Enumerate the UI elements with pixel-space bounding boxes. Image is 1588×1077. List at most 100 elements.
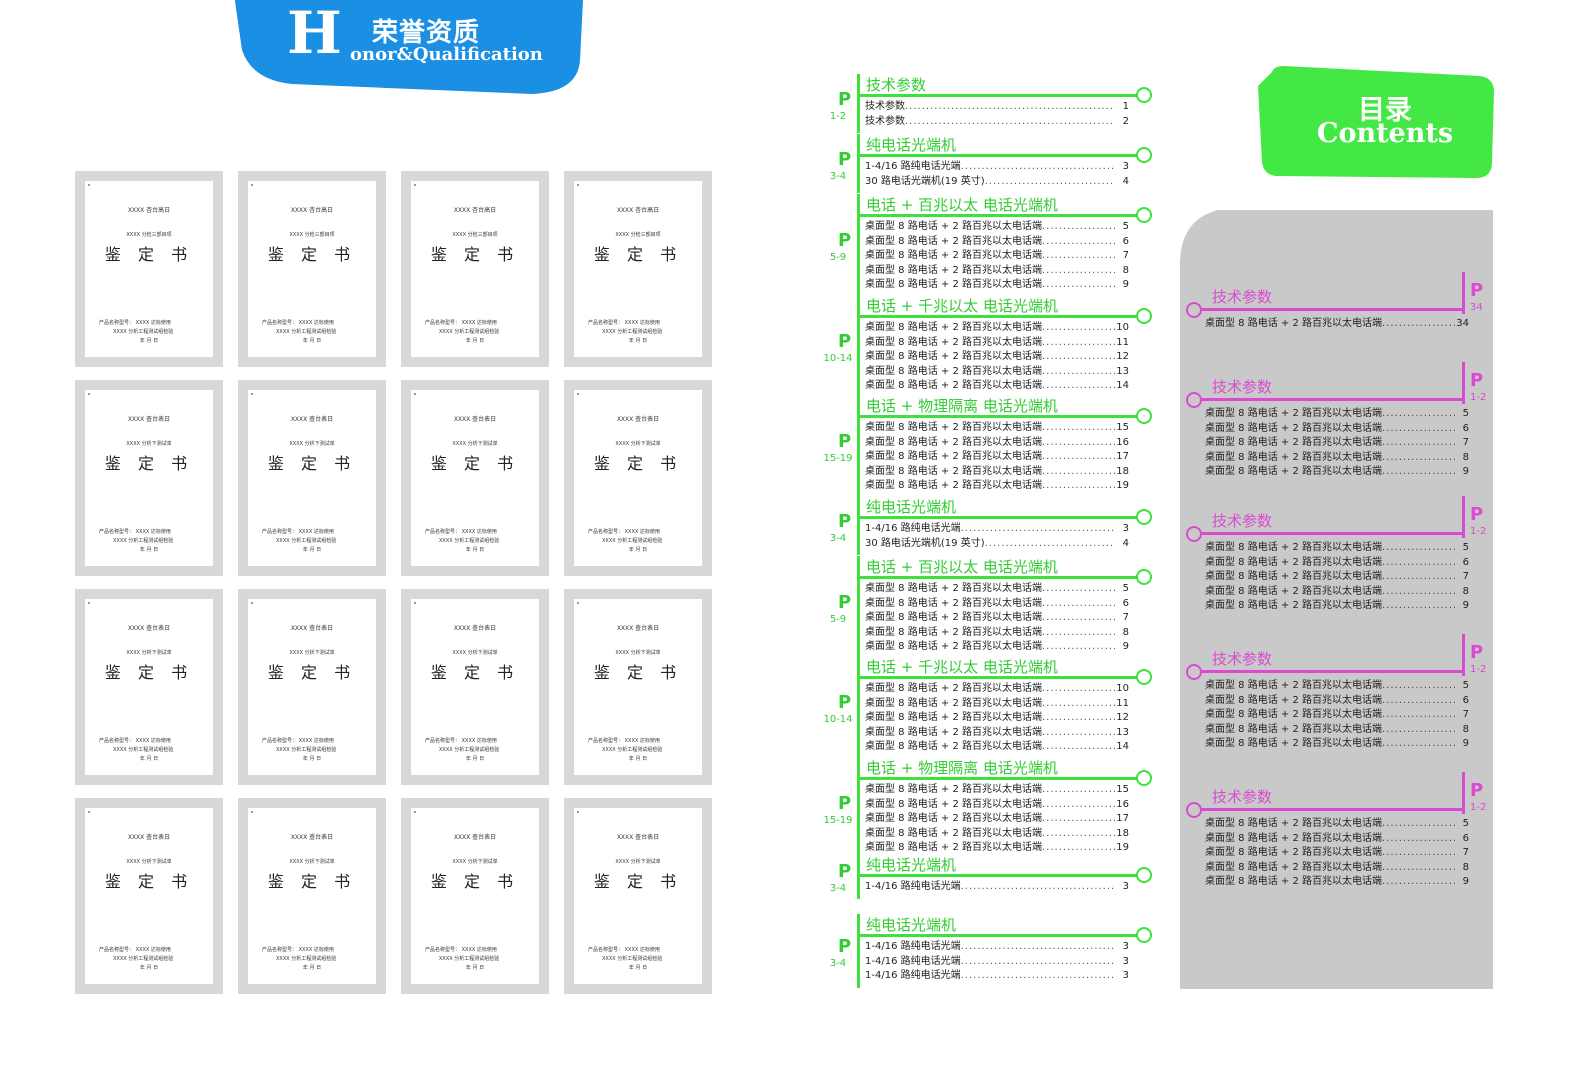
toc-entry[interactable]: 技术参数2 — [865, 115, 1129, 130]
toc-entry[interactable]: 1-4/16 路纯电话光端3 — [865, 160, 1129, 175]
toc-entry[interactable]: 1-4/16 路纯电话光端3 — [865, 522, 1129, 537]
toc-leader — [1042, 336, 1115, 351]
toc-entry[interactable]: 桌面型 8 路电话 + 2 路百兆以太电话端34 — [1205, 317, 1469, 332]
section-bar — [857, 854, 860, 899]
section-title[interactable]: 纯电话光端机 — [866, 136, 957, 154]
toc-entry[interactable]: 桌面型 8 路电话 + 2 路百兆以太电话端5 — [1205, 407, 1469, 422]
toc-entry[interactable]: 桌面型 8 路电话 + 2 路百兆以太电话端9 — [1205, 465, 1469, 480]
section-title[interactable]: 电话 + 千兆以太 电话光端机 — [866, 297, 1058, 315]
section-title[interactable]: 纯电话光端机 — [866, 498, 957, 516]
toc-entry[interactable]: 桌面型 8 路电话 + 2 路百兆以太电话端16 — [865, 436, 1129, 451]
toc-entry[interactable]: 桌面型 8 路电话 + 2 路百兆以太电话端8 — [1205, 585, 1469, 600]
section-items: 1-4/16 路纯电话光端330 路电话光端机(19 英寸)4 — [865, 522, 1129, 551]
toc-entry[interactable]: 桌面型 8 路电话 + 2 路百兆以太电话端17 — [865, 812, 1129, 827]
toc-entry-page: 7 — [1462, 709, 1469, 720]
toc-entry[interactable]: 桌面型 8 路电话 + 2 路百兆以太电话端6 — [1205, 422, 1469, 437]
section-title[interactable]: 技术参数 — [1212, 650, 1273, 668]
toc-entry[interactable]: 桌面型 8 路电话 + 2 路百兆以太电话端18 — [865, 465, 1129, 480]
toc-entry[interactable]: 桌面型 8 路电话 + 2 路百兆以太电话端10 — [865, 682, 1129, 697]
toc-entry[interactable]: 桌面型 8 路电话 + 2 路百兆以太电话端12 — [865, 711, 1129, 726]
section-title[interactable]: 电话 + 百兆以太 电话光端机 — [866, 558, 1058, 576]
toc-entry[interactable]: 1-4/16 路纯电话光端3 — [865, 969, 1129, 984]
toc-entry[interactable]: 30 路电话光端机(19 英寸)4 — [865, 175, 1129, 190]
toc-entry[interactable]: 桌面型 8 路电话 + 2 路百兆以太电话端9 — [1205, 599, 1469, 614]
toc-entry[interactable]: 桌面型 8 路电话 + 2 路百兆以太电话端5 — [1205, 679, 1469, 694]
toc-entry[interactable]: 桌面型 8 路电话 + 2 路百兆以太电话端14 — [865, 379, 1129, 394]
section-title[interactable]: 技术参数 — [1212, 378, 1273, 396]
toc-entry[interactable]: 桌面型 8 路电话 + 2 路百兆以太电话端19 — [865, 841, 1129, 856]
toc-entry-label: 桌面型 8 路电话 + 2 路百兆以太电话端 — [1205, 600, 1382, 611]
section-title[interactable]: 纯电话光端机 — [866, 856, 957, 874]
toc-entry[interactable]: 桌面型 8 路电话 + 2 路百兆以太电话端7 — [865, 611, 1129, 626]
toc-entry[interactable]: 桌面型 8 路电话 + 2 路百兆以太电话端7 — [1205, 436, 1469, 451]
toc-entry[interactable]: 技术参数1 — [865, 100, 1129, 115]
toc-entry[interactable]: 桌面型 8 路电话 + 2 路百兆以太电话端8 — [1205, 723, 1469, 738]
toc-entry[interactable]: 桌面型 8 路电话 + 2 路百兆以太电话端15 — [865, 421, 1129, 436]
toc-entry-label: 桌面型 8 路电话 + 2 路百兆以太电话端 — [865, 683, 1042, 694]
section-title[interactable]: 技术参数 — [866, 76, 927, 94]
toc-entry[interactable]: 桌面型 8 路电话 + 2 路百兆以太电话端8 — [1205, 861, 1469, 876]
section-title[interactable]: 纯电话光端机 — [866, 916, 957, 934]
toc-entry-label: 1-4/16 路纯电话光端 — [865, 523, 961, 534]
certificate-line-1: 产品名称型号： XXXX 达标使用 — [262, 320, 334, 326]
toc-entry[interactable]: 桌面型 8 路电话 + 2 路百兆以太电话端8 — [1205, 451, 1469, 466]
toc-leader — [961, 969, 1115, 984]
toc-entry[interactable]: 桌面型 8 路电话 + 2 路百兆以太电话端18 — [865, 827, 1129, 842]
toc-entry[interactable]: 桌面型 8 路电话 + 2 路百兆以太电话端16 — [865, 798, 1129, 813]
toc-entry[interactable]: 桌面型 8 路电话 + 2 路百兆以太电话端10 — [865, 321, 1129, 336]
toc-entry[interactable]: 桌面型 8 路电话 + 2 路百兆以太电话端5 — [865, 220, 1129, 235]
toc-entry[interactable]: 桌面型 8 路电话 + 2 路百兆以太电话端19 — [865, 479, 1129, 494]
toc-entry[interactable]: 1-4/16 路纯电话光端3 — [865, 955, 1129, 970]
toc-entry[interactable]: 桌面型 8 路电话 + 2 路百兆以太电话端9 — [1205, 875, 1469, 890]
toc-entry[interactable]: 桌面型 8 路电话 + 2 路百兆以太电话端14 — [865, 740, 1129, 755]
section-title[interactable]: 技术参数 — [1212, 288, 1273, 306]
toc-leader — [1382, 708, 1455, 723]
section-title[interactable]: 电话 + 千兆以太 电话光端机 — [866, 658, 1058, 676]
section-title[interactable]: 电话 + 物理隔离 电话光端机 — [866, 397, 1058, 415]
toc-entry[interactable]: 桌面型 8 路电话 + 2 路百兆以太电话端8 — [865, 264, 1129, 279]
certificate-date: 年 月 日 — [139, 965, 159, 971]
toc-entry-label: 桌面型 8 路电话 + 2 路百兆以太电话端 — [1205, 738, 1382, 749]
toc-entry[interactable]: 桌面型 8 路电话 + 2 路百兆以太电话端13 — [865, 365, 1129, 380]
banner-shape — [234, 0, 583, 94]
toc-entry-page: 14 — [1116, 741, 1129, 752]
toc-entry[interactable]: 桌面型 8 路电话 + 2 路百兆以太电话端9 — [865, 278, 1129, 293]
section-title[interactable]: 技术参数 — [1212, 512, 1273, 530]
toc-entry[interactable]: 桌面型 8 路电话 + 2 路百兆以太电话端12 — [865, 350, 1129, 365]
certificate-title: 鉴 定 书 — [267, 245, 357, 264]
toc-entry[interactable]: 桌面型 8 路电话 + 2 路百兆以太电话端5 — [865, 582, 1129, 597]
toc-entry[interactable]: 桌面型 8 路电话 + 2 路百兆以太电话端9 — [865, 640, 1129, 655]
toc-entry[interactable]: 桌面型 8 路电话 + 2 路百兆以太电话端13 — [865, 726, 1129, 741]
toc-entry[interactable]: 桌面型 8 路电话 + 2 路百兆以太电话端11 — [865, 697, 1129, 712]
section-title[interactable]: 电话 + 物理隔离 电话光端机 — [866, 759, 1058, 777]
toc-entry[interactable]: 桌面型 8 路电话 + 2 路百兆以太电话端7 — [865, 249, 1129, 264]
toc-entry[interactable]: 桌面型 8 路电话 + 2 路百兆以太电话端7 — [1205, 708, 1469, 723]
toc-entry[interactable]: 桌面型 8 路电话 + 2 路百兆以太电话端7 — [1205, 570, 1469, 585]
toc-entry[interactable]: 桌面型 8 路电话 + 2 路百兆以太电话端17 — [865, 450, 1129, 465]
toc-entry[interactable]: 1-4/16 路纯电话光端3 — [865, 940, 1129, 955]
toc-entry[interactable]: 1-4/16 路纯电话光端3 — [865, 880, 1129, 895]
toc-leader — [1042, 812, 1115, 827]
toc-entry[interactable]: 桌面型 8 路电话 + 2 路百兆以太电话端9 — [1205, 737, 1469, 752]
toc-entry[interactable]: 桌面型 8 路电话 + 2 路百兆以太电话端8 — [865, 626, 1129, 641]
toc-entry[interactable]: 桌面型 8 路电话 + 2 路百兆以太电话端5 — [1205, 541, 1469, 556]
toc-entry[interactable]: 桌面型 8 路电话 + 2 路百兆以太电话端7 — [1205, 846, 1469, 861]
toc-entry[interactable]: 桌面型 8 路电话 + 2 路百兆以太电话端6 — [865, 597, 1129, 612]
toc-entry[interactable]: 桌面型 8 路电话 + 2 路百兆以太电话端6 — [1205, 556, 1469, 571]
toc-entry[interactable]: 桌面型 8 路电话 + 2 路百兆以太电话端5 — [1205, 817, 1469, 832]
section-title[interactable]: 技术参数 — [1212, 788, 1273, 806]
section-title[interactable]: 电话 + 百兆以太 电话光端机 — [866, 196, 1058, 214]
toc-entry[interactable]: 桌面型 8 路电话 + 2 路百兆以太电话端15 — [865, 783, 1129, 798]
toc-entry[interactable]: 30 路电话光端机(19 英寸)4 — [865, 537, 1129, 552]
certificate-org: XXXX 查台表日 — [453, 416, 497, 423]
toc-entry-page: 3 — [1122, 881, 1129, 892]
toc-entry[interactable]: 桌面型 8 路电话 + 2 路百兆以太电话端6 — [1205, 694, 1469, 709]
toc-entry[interactable]: 桌面型 8 路电话 + 2 路百兆以太电话端6 — [1205, 832, 1469, 847]
toc-entry[interactable]: 桌面型 8 路电话 + 2 路百兆以太电话端11 — [865, 336, 1129, 351]
gray-panel-shape — [1179, 210, 1493, 989]
toc-entry[interactable]: 桌面型 8 路电话 + 2 路百兆以太电话端6 — [865, 235, 1129, 250]
